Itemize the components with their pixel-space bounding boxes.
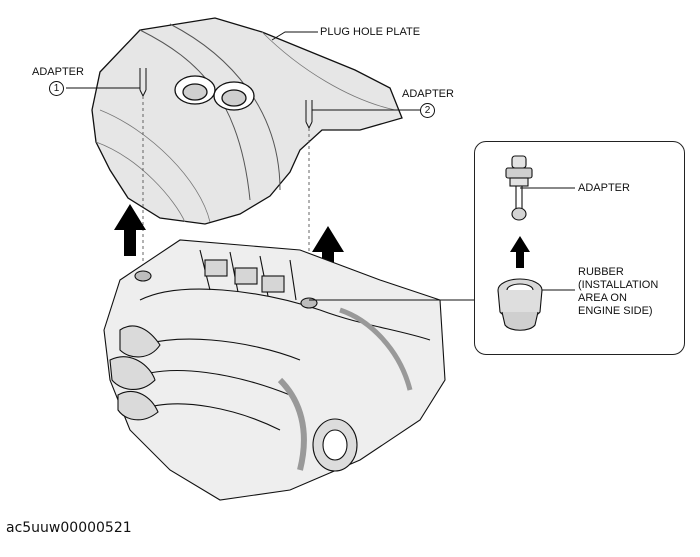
engine (103, 239, 446, 501)
adapter-2-label: ADAPTER (402, 88, 454, 100)
plug-hole-plate (91, 17, 403, 225)
leader-lines (66, 31, 575, 291)
adapter-2-callout: 2 (420, 103, 435, 118)
inset-adapter-label: ADAPTER (578, 182, 630, 194)
alignment-lines (142, 96, 310, 300)
adapter-detail-inset (474, 141, 685, 355)
adapter-1-callout: 1 (49, 81, 64, 96)
adapter-1-label: ADAPTER (32, 66, 84, 78)
inset-rubber-label: RUBBER (INSTALLATION AREA ON ENGINE SIDE… (578, 266, 659, 317)
up-arrow-icon (114, 204, 530, 276)
plug-hole-plate-label: PLUG HOLE PLATE (320, 26, 421, 38)
figure-id: ac5uuw00000521 (6, 520, 132, 536)
inset-adapter (505, 155, 533, 221)
inset-rubber (497, 278, 543, 331)
